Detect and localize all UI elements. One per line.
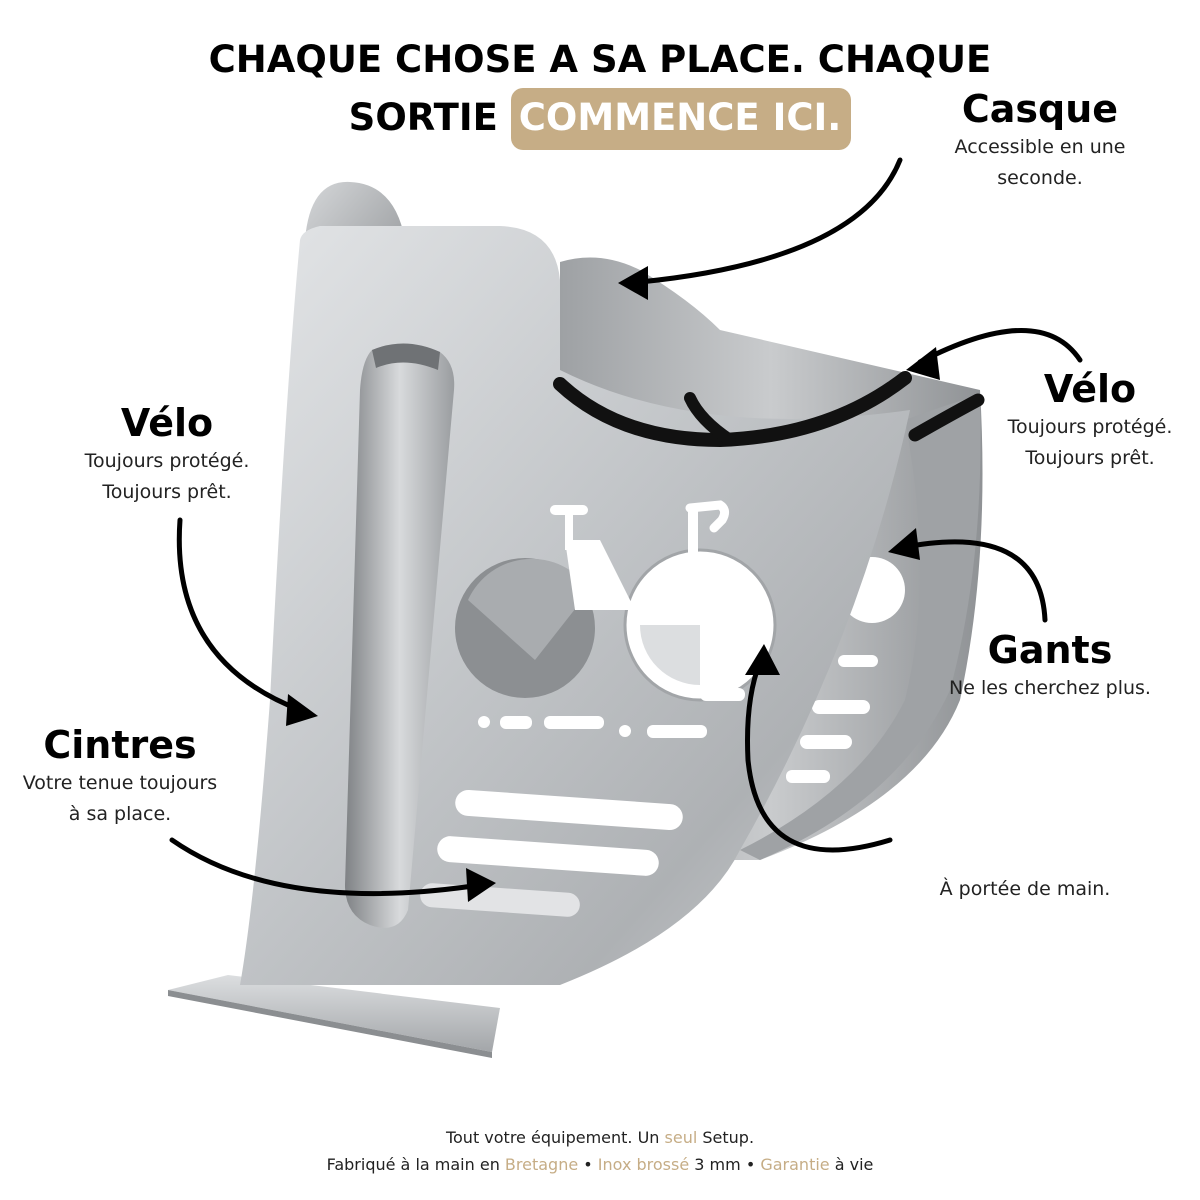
footer-line-1: Tout votre équipement. Un seul Setup. — [0, 1124, 1200, 1151]
arrow-velo-left — [176, 517, 303, 713]
headline-highlight: COMMENCE ICI. — [510, 88, 852, 150]
headline: CHAQUE CHOSE A SA PLACE. CHAQUE SORTIE C… — [0, 32, 1200, 150]
label-cintres-desc-2: à sa place. — [68, 803, 172, 825]
label-portee-desc-1: À portée de main. — [939, 878, 1111, 900]
label-cintres: Cintres Votre tenue toujours à sa place. — [0, 722, 240, 830]
footer-line-2: Fabriqué à la main en Bretagne • Inox br… — [0, 1151, 1200, 1178]
footer-line-2-gold-1: Bretagne — [504, 1155, 579, 1174]
hanger-slot — [455, 789, 683, 831]
label-gants: Gants Ne les cherchez plus. — [925, 627, 1175, 704]
label-velo-left-desc-1: Toujours protégé. — [84, 450, 250, 472]
long-slot — [345, 343, 455, 928]
footer-line-2-a: Fabriqué à la main en — [326, 1155, 505, 1174]
label-velo-left: Vélo Toujours protégé. Toujours prêt. — [62, 400, 272, 508]
label-velo-left-title: Vélo — [120, 401, 214, 445]
label-casque-title: Casque — [961, 87, 1119, 131]
arrow-casque — [637, 157, 903, 285]
footer-line-2-b: 3 mm • — [689, 1155, 761, 1174]
arrow-velo-right — [917, 328, 1083, 365]
label-casque-desc-2: seconde. — [997, 167, 1083, 189]
label-gants-desc-1: Ne les cherchez plus. — [949, 677, 1151, 699]
base-plate — [168, 975, 500, 1052]
label-velo-left-desc-2: Toujours prêt. — [102, 481, 232, 503]
headline-line-2: SORTIE COMMENCE ICI. — [0, 88, 1200, 150]
footer-line-2-gold-2: Inox brossé — [597, 1155, 690, 1174]
label-velo-right: Vélo Toujours protégé. Toujours prêt. — [985, 366, 1195, 474]
arrow-portee — [745, 659, 893, 853]
label-velo-right-desc-2: Toujours prêt. — [1025, 447, 1155, 469]
arrow-gants — [897, 539, 1048, 623]
bike-cutout — [455, 500, 777, 702]
label-velo-right-desc-1: Toujours protégé. — [1007, 416, 1173, 438]
rubber-rail-back — [684, 392, 736, 446]
arrow-cintres — [169, 837, 483, 897]
label-cintres-title: Cintres — [43, 723, 197, 767]
footer-line-1-gold: seul — [664, 1128, 698, 1147]
label-portee: À portée de main. — [905, 874, 1145, 905]
footer-line-2-sep-1: • — [578, 1155, 598, 1174]
footer: Tout votre équipement. Un seul Setup. Fa… — [0, 1124, 1200, 1178]
label-velo-right-title: Vélo — [1043, 367, 1137, 411]
footer-line-2-c: à vie — [829, 1155, 874, 1174]
headline-line-2-prefix: SORTIE — [348, 96, 498, 139]
footer-line-1-b: Setup. — [697, 1128, 755, 1147]
footer-line-2-gold-3: Garantie — [760, 1155, 830, 1174]
headline-line-1: CHAQUE CHOSE A SA PLACE. CHAQUE — [208, 38, 992, 81]
label-cintres-desc-1: Votre tenue toujours — [22, 772, 218, 794]
label-casque: Casque Accessible en une seconde. — [920, 86, 1160, 194]
footer-line-1-a: Tout votre équipement. Un — [445, 1128, 665, 1147]
label-gants-title: Gants — [987, 628, 1113, 672]
label-casque-desc-1: Accessible en une — [954, 136, 1126, 158]
